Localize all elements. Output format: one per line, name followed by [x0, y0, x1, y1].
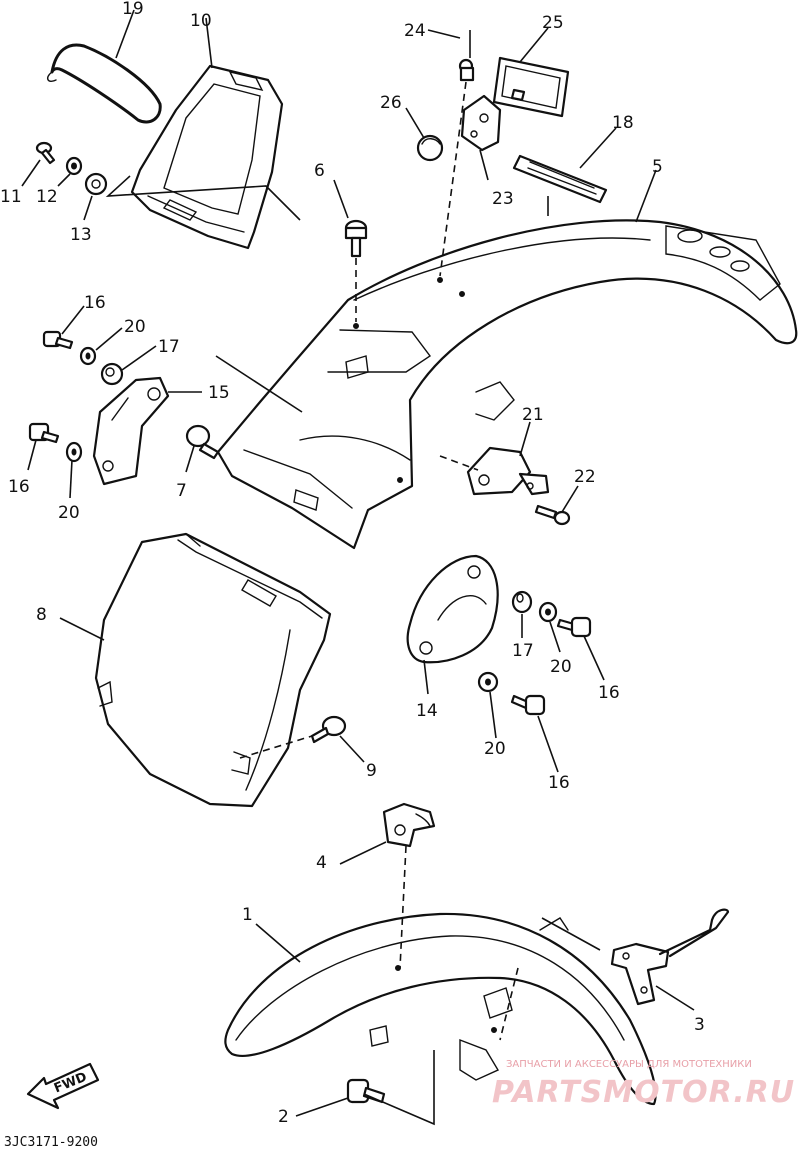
- callout-15: 15: [208, 383, 230, 403]
- part-20-washer-lower-left: [65, 441, 83, 463]
- part-7-rivet: [185, 424, 220, 460]
- part-14-cover: [406, 554, 499, 664]
- callout-9: 9: [366, 761, 377, 781]
- callout-6: 6: [314, 161, 325, 181]
- assembly-lines: [239, 81, 519, 1041]
- part-20-washer-upper-left: [79, 346, 97, 366]
- part-10-housing: [130, 64, 284, 250]
- callout-21: 21: [522, 405, 544, 425]
- part-19-strap: [46, 43, 162, 124]
- part-2-bolt: [346, 1078, 386, 1104]
- callout-16-a: 16: [84, 293, 106, 313]
- callout-7: 7: [176, 481, 187, 501]
- callout-20-c: 20: [550, 657, 572, 677]
- watermark-tagline: ЗАПЧАСТИ И АКСЕССУАРЫ ДЛЯ МОТОТЕХНИКИ: [506, 1059, 752, 1070]
- watermark: ЗАПЧАСТИ И АКСЕССУАРЫ ДЛЯ МОТОТЕХНИКИ PA…: [492, 1059, 795, 1110]
- watermark-brand: PARTSMOTOR.RU: [492, 1075, 795, 1110]
- part-15-bracket: [92, 376, 170, 486]
- callout-18: 18: [612, 113, 634, 133]
- part-13-grommet: [84, 172, 108, 196]
- part-21-bracket: [466, 446, 550, 496]
- part-17-collar-right: [511, 590, 533, 614]
- part-18-emblem: [512, 154, 608, 204]
- callout-13: 13: [70, 225, 92, 245]
- callout-17-b: 17: [512, 641, 534, 661]
- part-24-bolt: [458, 30, 475, 82]
- callout-19: 19: [122, 0, 144, 19]
- part-16-bolt-lower-left: [28, 422, 60, 444]
- part-12-washer: [65, 156, 83, 176]
- callout-11: 11: [0, 187, 22, 207]
- part-17-collar-upper-left: [100, 362, 124, 386]
- callout-20-d: 20: [484, 739, 506, 759]
- leader-lines: [21, 9, 695, 1126]
- part-20-washer-right-upper: [538, 601, 558, 623]
- callout-1: 1: [242, 905, 253, 925]
- part-26-nut: [416, 134, 444, 162]
- part-22-screw: [534, 504, 571, 526]
- callout-23: 23: [492, 189, 514, 209]
- callout-26: 26: [380, 93, 402, 113]
- part-11-screw: [35, 141, 56, 165]
- callout-14: 14: [416, 701, 438, 721]
- callout-16-b: 16: [8, 477, 30, 497]
- callout-20-a: 20: [124, 317, 146, 337]
- part-16-bolt-right-lower: [510, 694, 546, 716]
- callout-17-a: 17: [158, 337, 180, 357]
- part-5-rear-fender: [216, 219, 798, 550]
- part-8-flap: [94, 532, 332, 808]
- drawing-code: 3JC3171-9200: [4, 1135, 98, 1150]
- callout-2: 2: [278, 1107, 289, 1127]
- part-25-reflector: [492, 56, 570, 118]
- part-3-bracket: [610, 908, 730, 1006]
- callout-22: 22: [574, 467, 596, 487]
- callout-16-c: 16: [598, 683, 620, 703]
- callout-3: 3: [694, 1015, 705, 1035]
- callout-16-d: 16: [548, 773, 570, 793]
- part-9-bolt: [310, 715, 347, 744]
- callout-4: 4: [316, 853, 327, 873]
- callout-5: 5: [652, 157, 663, 177]
- part-4-bracket: [382, 802, 436, 848]
- callout-10: 10: [190, 11, 212, 31]
- part-6-bolt: [344, 219, 368, 258]
- callouts: 19 10 24 25 26 18 23 5 11 12 13 6 16 20 …: [0, 0, 705, 1127]
- part-16-bolt-upper-left: [42, 330, 74, 350]
- part-23-bracket: [460, 94, 502, 152]
- part-1-front-fender: [224, 912, 657, 1106]
- callout-20-b: 20: [58, 503, 80, 523]
- callout-12: 12: [36, 187, 58, 207]
- callout-25: 25: [542, 13, 564, 33]
- callout-24: 24: [404, 21, 426, 41]
- part-20-washer-right-lower: [477, 671, 499, 693]
- part-16-bolt-right-upper: [556, 616, 592, 638]
- callout-8: 8: [36, 605, 47, 625]
- forward-arrow-icon: [26, 1062, 100, 1110]
